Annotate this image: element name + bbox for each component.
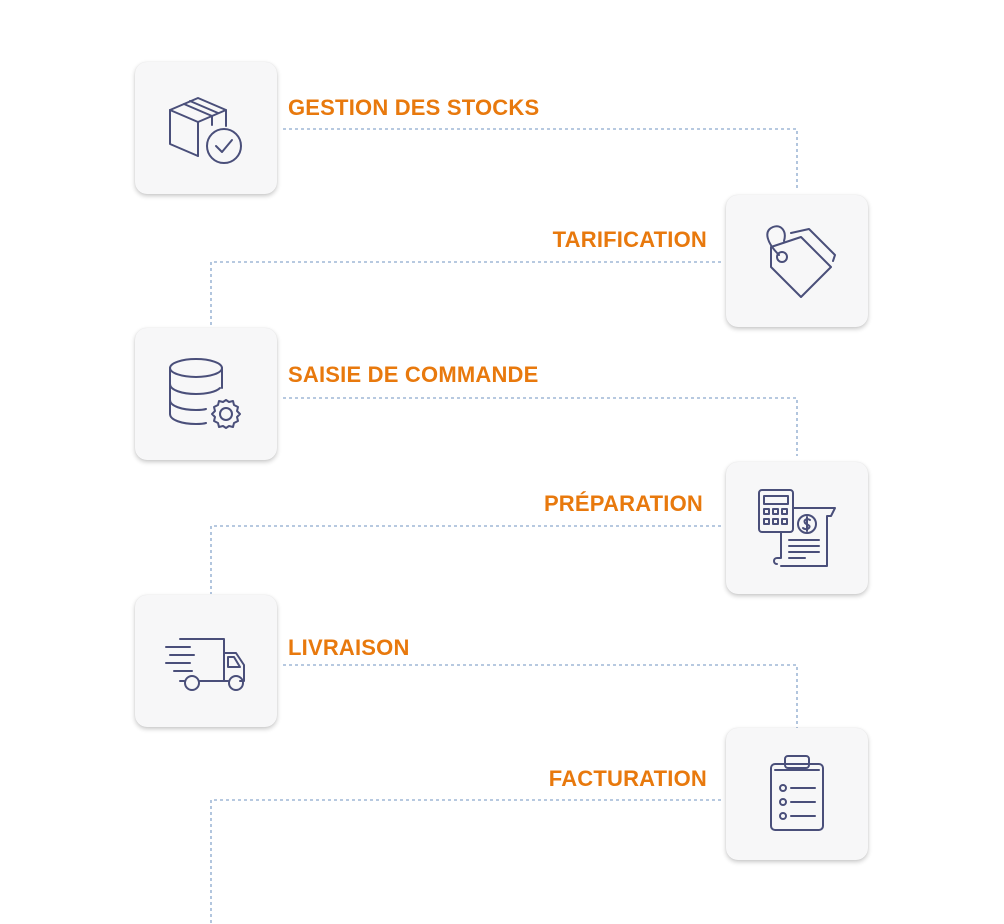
price-tag-icon xyxy=(766,225,836,298)
box-check-icon xyxy=(169,97,242,164)
step-card-preparation xyxy=(726,462,868,594)
step-label-facturation: FACTURATION xyxy=(548,766,707,791)
database-gear-icon xyxy=(169,358,241,429)
step-label-gestion-des-stocks: GESTION DES STOCKS xyxy=(288,95,540,120)
step-card-livraison xyxy=(135,595,277,727)
step-label-saisie-de-commande: SAISIE DE COMMANDE xyxy=(288,362,539,387)
step-label-preparation: PRÉPARATION xyxy=(543,491,703,516)
connector-2 xyxy=(210,261,721,328)
calculator-receipt-icon xyxy=(758,489,836,567)
clipboard-list-icon xyxy=(770,755,824,831)
connector-3 xyxy=(283,397,798,456)
step-label-livraison: LIVRAISON xyxy=(288,635,410,660)
step-card-tarification xyxy=(726,195,868,327)
step-label-tarification: TARIFICATION xyxy=(552,227,707,252)
connector-4 xyxy=(210,525,721,594)
step-card-facturation xyxy=(726,728,868,860)
connector-6 xyxy=(210,799,721,924)
connector-5 xyxy=(283,664,798,728)
step-card-gestion-des-stocks xyxy=(135,62,277,194)
connector-1 xyxy=(283,128,798,190)
delivery-truck-icon xyxy=(165,638,245,691)
step-card-saisie-de-commande xyxy=(135,328,277,460)
